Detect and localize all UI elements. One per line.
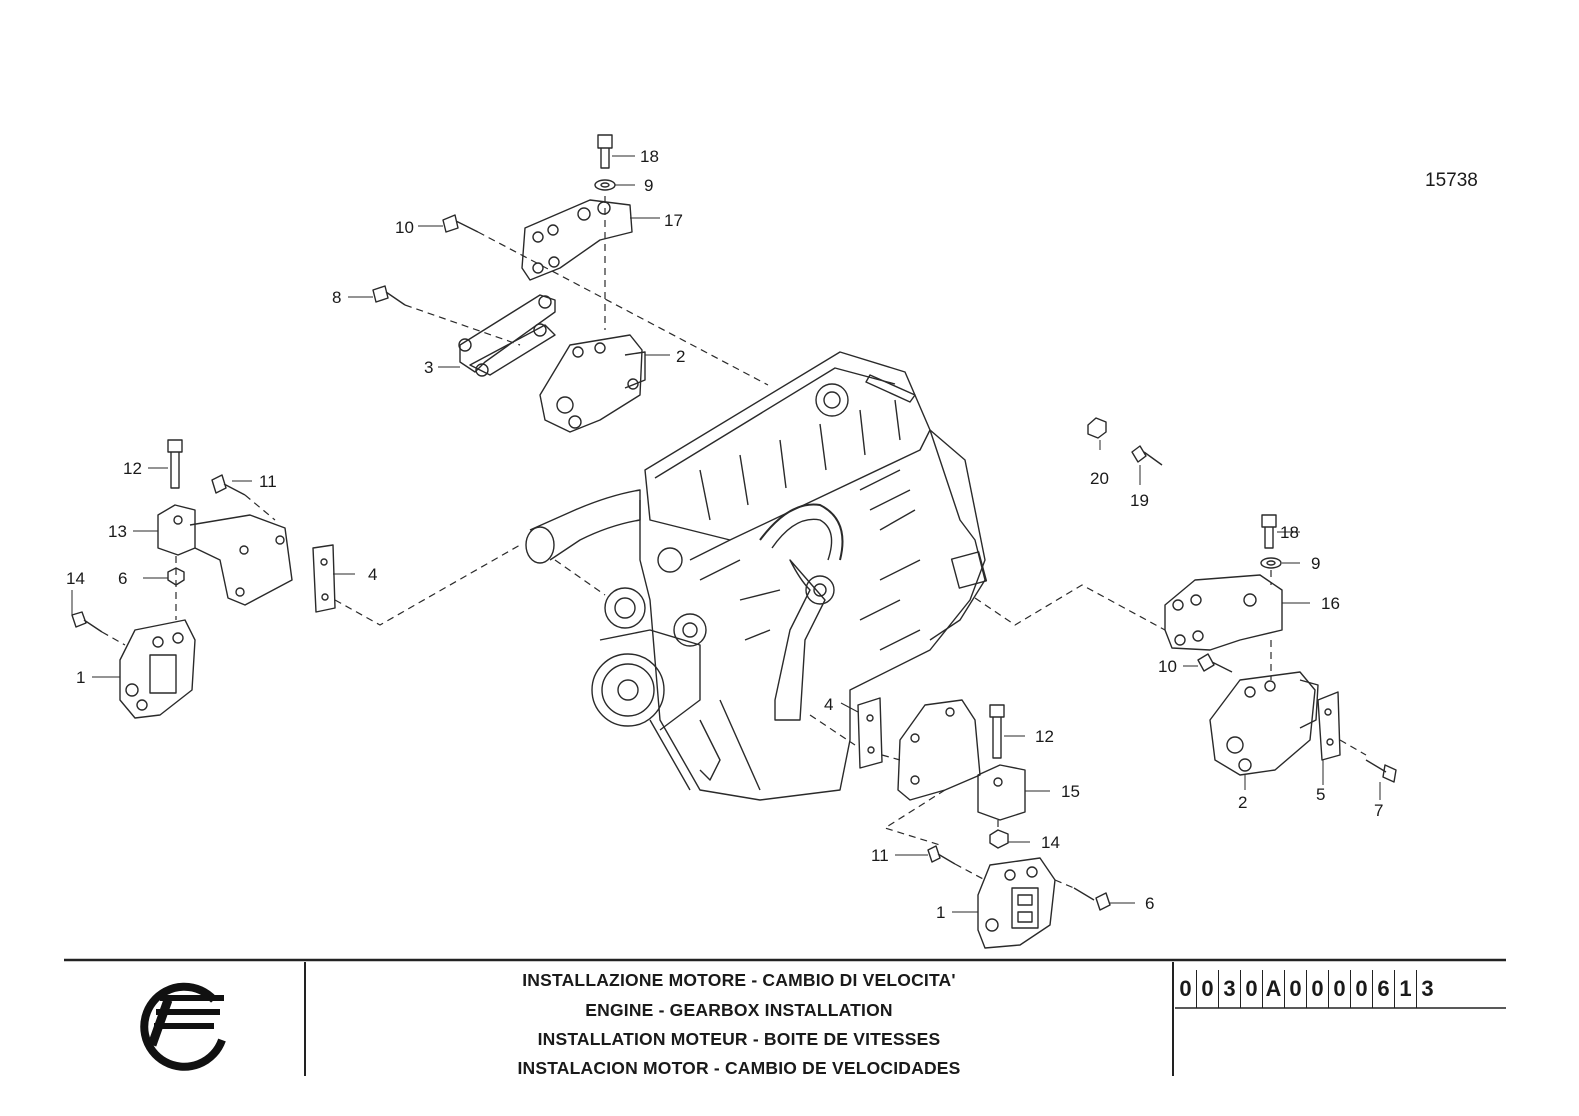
- callout-number: 8: [332, 288, 341, 307]
- callout-number: 9: [644, 176, 653, 195]
- callout-number: 4: [824, 695, 833, 714]
- callout-number: 13: [108, 522, 127, 541]
- drawing-code: 0 0 3 0 A 0 0 0 0 6 1 3: [1175, 970, 1438, 1008]
- code-digit: 0: [1175, 970, 1197, 1008]
- company-logo-icon: [140, 982, 226, 1071]
- callout-number: 18: [1280, 523, 1299, 542]
- reference-number: 15738: [1425, 170, 1478, 191]
- code-digit: 0: [1329, 970, 1351, 1008]
- callout-number: 6: [1145, 894, 1154, 913]
- engine-illustration: [525, 351, 988, 801]
- left-mount-assembly: [71, 439, 336, 719]
- code-digit: 0: [1307, 970, 1329, 1008]
- callout-number: 2: [676, 347, 685, 366]
- callout-number: 14: [66, 569, 85, 588]
- callout-number: 5: [1316, 785, 1325, 804]
- callout-number: 15: [1061, 782, 1080, 801]
- callout-number: 9: [1311, 554, 1320, 573]
- callout-number: 11: [871, 846, 889, 865]
- callout-number: 7: [1374, 801, 1383, 820]
- callout-number: 1: [936, 903, 945, 922]
- code-digit: 0: [1285, 970, 1307, 1008]
- bottom-mount-assembly: [857, 697, 1111, 949]
- callout-number: 10: [395, 218, 414, 237]
- title-block-frame: [64, 958, 1506, 1076]
- callout-number: 1: [76, 668, 85, 687]
- code-digit: A: [1263, 970, 1285, 1008]
- callout-number: 11: [259, 472, 277, 491]
- callout-number: 19: [1130, 491, 1149, 510]
- code-digit: 0: [1197, 970, 1219, 1008]
- title-english: ENGINE - GEARBOX INSTALLATION: [585, 1000, 893, 1020]
- code-digit: 3: [1421, 976, 1434, 1001]
- callout-number: 20: [1090, 469, 1109, 488]
- title-spanish: INSTALACION MOTOR - CAMBIO DE VELOCIDADE…: [517, 1058, 961, 1078]
- code-digit: 6: [1373, 970, 1395, 1008]
- code-digit: 0: [1241, 970, 1263, 1008]
- code-digit: 0: [1351, 970, 1373, 1008]
- callout-number: 12: [1035, 727, 1054, 746]
- callout-number: 3: [424, 358, 433, 377]
- title-italian: INSTALLAZIONE MOTORE - CAMBIO DI VELOCIT…: [522, 970, 956, 990]
- callout-number: 14: [1041, 833, 1060, 852]
- callout-number: 18: [640, 147, 659, 166]
- callout-number: 10: [1158, 657, 1177, 676]
- callout-number: 17: [664, 211, 683, 230]
- callout-number: 6: [118, 569, 127, 588]
- title-french: INSTALLATION MOTEUR - BOITE DE VITESSES: [537, 1029, 941, 1049]
- callout-number: 2: [1238, 793, 1247, 812]
- top-mount-assembly: [372, 134, 646, 433]
- callout-number: 16: [1321, 594, 1340, 613]
- code-digit: 1: [1395, 970, 1417, 1008]
- code-digit: 3: [1219, 970, 1241, 1008]
- right-mount-assembly: [1087, 417, 1397, 783]
- callout-number: 4: [368, 565, 377, 584]
- callout-number: 12: [123, 459, 142, 478]
